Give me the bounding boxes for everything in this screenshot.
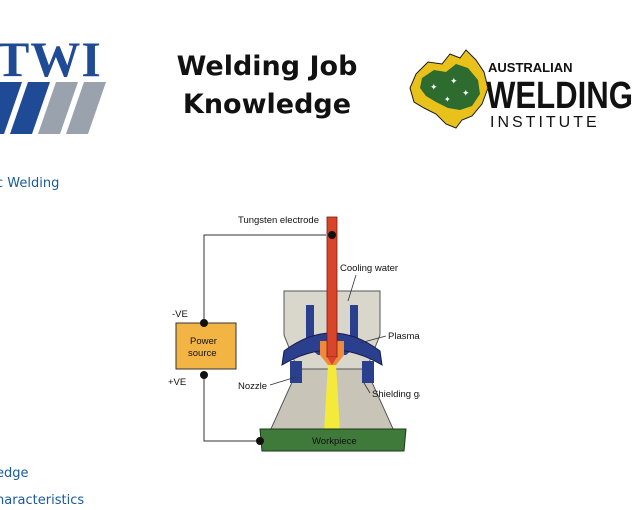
awi-logo[interactable]: ✦ ✦ ✦ ✦ AUSTRALIAN WELDING INSTITUTE bbox=[406, 44, 633, 136]
awi-logo-line-3: INSTITUTE bbox=[490, 114, 600, 131]
label-negative: -VE bbox=[172, 309, 188, 320]
twi-logo-stripes bbox=[0, 82, 106, 134]
nav-link-characteristics[interactable]: haracteristics bbox=[0, 493, 85, 508]
cooling-channels bbox=[306, 305, 358, 355]
awi-logo-line-2: WELDING bbox=[486, 75, 633, 117]
label-workpiece: Workpiece bbox=[312, 436, 357, 447]
nav-link-knowledge[interactable]: edge bbox=[0, 466, 29, 481]
label-power-source-line-1: Power bbox=[190, 336, 217, 347]
leader-shielding-gas bbox=[363, 382, 371, 394]
nav-link-arc-welding[interactable]: c Welding bbox=[0, 176, 60, 191]
plasma-welding-diagram: Workpiece Power source Tungsten electrod… bbox=[168, 215, 420, 452]
twi-logo[interactable]: TWI bbox=[0, 31, 108, 134]
label-tungsten-electrode: Tungsten electrode bbox=[238, 215, 319, 226]
leader-plasma-gas bbox=[359, 335, 387, 344]
svg-text:✦: ✦ bbox=[430, 82, 438, 92]
terminal-positive bbox=[200, 371, 208, 379]
power-source-box bbox=[175, 322, 237, 370]
plasma-arc bbox=[324, 365, 340, 431]
nozzle-block-right bbox=[362, 361, 374, 383]
awi-logo-line-1: AUSTRALIAN bbox=[488, 60, 573, 75]
page-title-line-1: Welding Job bbox=[176, 51, 358, 82]
page-title-line-2: Knowledge bbox=[182, 89, 352, 120]
twi-logo-text: TWI bbox=[0, 31, 102, 87]
workpiece-connection bbox=[256, 437, 264, 445]
svg-text:✦: ✦ bbox=[462, 88, 470, 98]
label-power-source-line-2: source bbox=[188, 348, 217, 359]
electrode-tip bbox=[327, 357, 337, 365]
page-title: Welding Job Knowledge bbox=[162, 48, 372, 124]
leader-cooling-water bbox=[347, 274, 357, 302]
label-cooling-water: Cooling water bbox=[340, 263, 398, 274]
nozzle-block-left bbox=[290, 361, 302, 383]
wire-negative bbox=[203, 234, 326, 323]
terminal-negative bbox=[200, 319, 208, 327]
label-nozzle: Nozzle bbox=[238, 381, 267, 392]
wire-positive bbox=[203, 375, 260, 442]
label-shielding-gas: Shielding gas bbox=[372, 389, 420, 400]
leader-nozzle bbox=[269, 376, 297, 386]
svg-text:✦: ✦ bbox=[444, 95, 451, 104]
electrode-connection bbox=[328, 231, 336, 239]
label-positive: +VE bbox=[168, 377, 186, 388]
svg-text:✦: ✦ bbox=[450, 76, 458, 86]
label-plasma-gas: Plasma gas bbox=[388, 331, 420, 342]
